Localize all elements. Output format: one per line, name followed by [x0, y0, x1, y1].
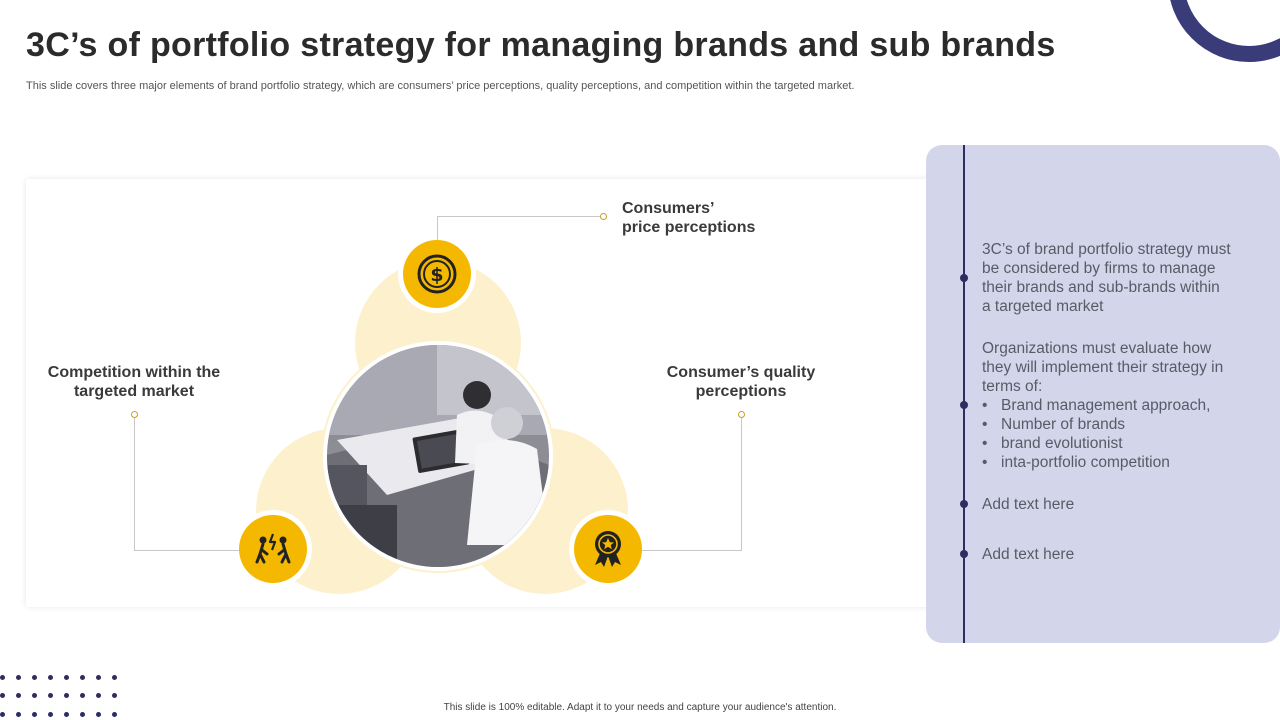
- page-title: 3C’s of portfolio strategy for managing …: [26, 26, 1056, 65]
- decorative-ring: [1168, 0, 1280, 62]
- connector-top-vertical: [437, 216, 438, 240]
- panel-list-item: inta-portfolio competition: [982, 453, 1232, 472]
- connector-right-horizontal: [642, 550, 742, 551]
- connector-left-vertical: [134, 418, 135, 550]
- panel-bullet-3: [960, 500, 968, 508]
- panel-list-item: Brand management approach,: [982, 396, 1232, 415]
- panel-bullet-4: [960, 550, 968, 558]
- price-label-line2: price perceptions: [622, 218, 755, 237]
- competition-people-icon: [254, 530, 292, 568]
- award-badge-icon: [589, 529, 627, 569]
- page-subtitle: This slide covers three major elements o…: [26, 80, 854, 92]
- footer-note: This slide is 100% editable. Adapt it to…: [0, 702, 1280, 713]
- quality-icon-badge: [574, 515, 642, 583]
- panel-list-item: Number of brands: [982, 415, 1232, 434]
- panel-text-3: Add text here: [982, 495, 1232, 514]
- decorative-dot-grid: [0, 675, 118, 720]
- panel-timeline-line: [963, 145, 965, 643]
- competition-icon-badge: [239, 515, 307, 583]
- panel-text-1: 3C’s of brand portfolio strategy must be…: [982, 240, 1232, 316]
- team-meeting-photo: [327, 345, 549, 567]
- price-label-line1: Consumers’: [622, 199, 755, 218]
- connector-right-dot: [738, 411, 745, 418]
- panel-text-2: Organizations must evaluate how they wil…: [982, 339, 1232, 472]
- connector-top-horizontal: [437, 216, 602, 217]
- panel-list-item: brand evolutionist: [982, 434, 1232, 453]
- quality-label-line1: Consumer’s quality: [641, 363, 841, 382]
- svg-text:$: $: [430, 264, 443, 286]
- panel-text-4: Add text here: [982, 545, 1232, 564]
- quality-perceptions-label: Consumer’s quality perceptions: [641, 363, 841, 401]
- panel-bullet-1: [960, 274, 968, 282]
- price-icon-badge: $: [403, 240, 471, 308]
- panel-bullet-2: [960, 401, 968, 409]
- connector-left-dot: [131, 411, 138, 418]
- connector-top-dot: [600, 213, 607, 220]
- quality-label-line2: perceptions: [641, 382, 841, 401]
- connector-left-horizontal: [134, 550, 239, 551]
- competition-label-line2: targeted market: [34, 382, 234, 401]
- dollar-coin-icon: $: [417, 254, 457, 294]
- panel-list: Brand management approach, Number of bra…: [982, 396, 1232, 472]
- competition-label-line1: Competition within the: [34, 363, 234, 382]
- price-perceptions-label: Consumers’ price perceptions: [622, 199, 755, 237]
- connector-right-vertical: [741, 418, 742, 550]
- panel-text-2-intro: Organizations must evaluate how they wil…: [982, 339, 1232, 396]
- competition-label: Competition within the targeted market: [34, 363, 234, 401]
